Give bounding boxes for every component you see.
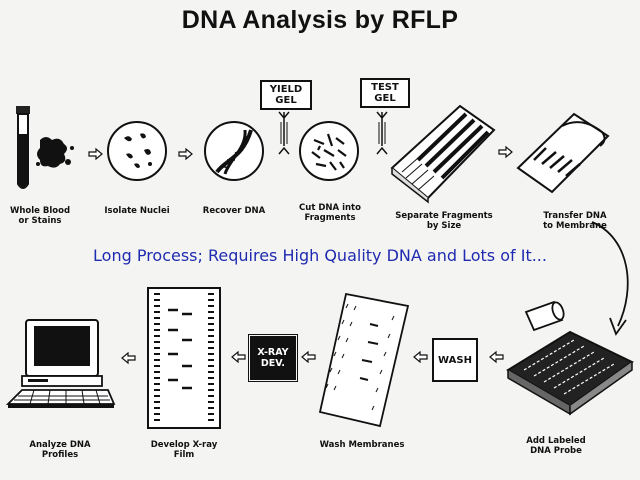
up-down-arrow-icon	[376, 111, 388, 155]
step-wash-label: Wash Membranes	[319, 440, 405, 450]
diagram-title: DNA Analysis by RFLP	[181, 6, 459, 34]
arrow-left-icon	[413, 350, 428, 364]
arrow-right-icon	[498, 145, 513, 159]
wash-box: WASH	[432, 338, 478, 382]
curved-arrow-icon	[591, 221, 629, 336]
xray-dev-box: X-RAY DEV.	[248, 334, 298, 382]
process-banner: Long Process; Requires High Quality DNA …	[93, 246, 547, 265]
step-recover-label: Recover DNA	[202, 206, 266, 216]
arrow-right-icon	[178, 147, 193, 161]
probe-tray-icon	[506, 330, 634, 416]
dna-fragments-icon	[299, 121, 359, 181]
up-down-arrow-icon	[278, 111, 290, 155]
step-probe-label: Add Labeled DNA Probe	[526, 436, 586, 456]
arrow-left-icon	[121, 351, 136, 365]
arrow-left-icon	[231, 350, 246, 364]
step-film-label: Develop X-ray Film	[150, 440, 218, 460]
step-blood-label: Whole Blood or Stains	[9, 206, 71, 226]
arrow-right-icon	[88, 147, 103, 161]
step-cut-label: Cut DNA into Fragments	[299, 203, 361, 223]
step-nuclei-label: Isolate Nuclei	[104, 206, 170, 216]
arrow-left-icon	[301, 350, 316, 364]
nuclei-icon	[107, 121, 167, 181]
step-analyze-label: Analyze DNA Profiles	[29, 440, 91, 460]
membrane-transfer-icon	[516, 112, 610, 194]
step-separate-label: Separate Fragments by Size	[395, 211, 493, 231]
yield-gel-box: YIELD GEL	[260, 80, 312, 110]
blood-tube-icon	[16, 106, 74, 189]
arrow-left-icon	[489, 350, 504, 364]
step-transfer-label: Transfer DNA to Membrane	[543, 211, 607, 231]
xray-film-icon	[147, 287, 221, 429]
membrane-sheet-icon	[318, 292, 410, 428]
computer-icon	[5, 319, 116, 408]
test-gel-box: TEST GEL	[360, 78, 410, 108]
probe-vial-icon	[524, 300, 565, 332]
dna-helix-icon	[204, 121, 264, 181]
gel-tray-icon	[390, 104, 496, 204]
